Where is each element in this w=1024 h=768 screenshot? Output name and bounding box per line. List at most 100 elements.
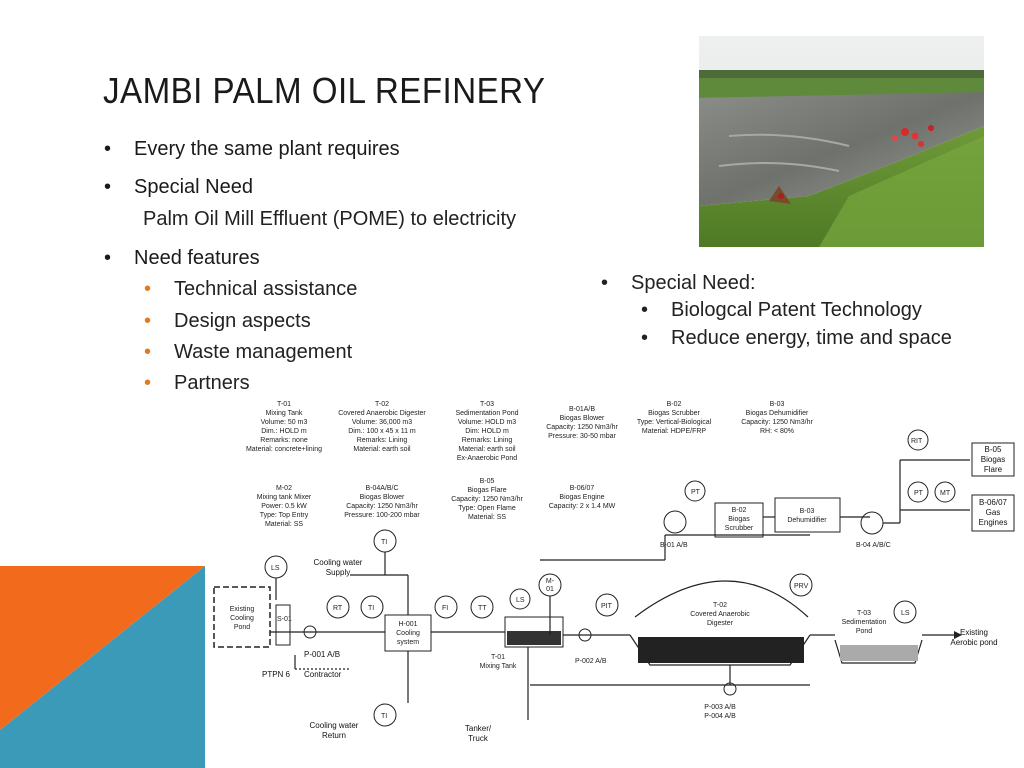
- ls-instrument-3: [893, 600, 917, 624]
- digester-cover: [634, 580, 809, 618]
- diagram-text-line: Tanker/: [465, 724, 492, 733]
- diagram-text-line: Scrubber: [725, 525, 754, 532]
- spec-line: M-02: [276, 485, 292, 492]
- spec-line: Mixing tank Mixer: [257, 494, 312, 501]
- diagram-text-line: B-05: [985, 445, 1002, 454]
- spec-line: Biogas Blower: [560, 415, 605, 422]
- orange-triangle: [0, 566, 205, 730]
- spec-line: Material: SS: [468, 514, 506, 521]
- prv-instrument: [789, 573, 813, 597]
- spec-line: Biogas Blower: [360, 494, 405, 501]
- p002-label: P-002 A/B: [575, 658, 607, 665]
- slide-title: JAMBI PALM OIL REFINERY: [103, 70, 546, 111]
- pit-label: PIT: [601, 603, 613, 610]
- svg-text:LS: LS: [516, 597, 525, 604]
- orange-bullet-dot: •: [144, 278, 152, 300]
- ls-instrument-2: [509, 588, 531, 610]
- diagram-text-line: T-02: [713, 602, 727, 609]
- orange-bullet-dot: •: [144, 372, 152, 394]
- fi-instrument: [434, 595, 458, 619]
- b02-scrubber: [714, 502, 764, 538]
- tanker-label: Tanker/Truck: [465, 724, 492, 743]
- diagram-text-line: Cooling water: [310, 721, 359, 730]
- diagram-text-line: Cooling: [396, 630, 420, 637]
- diagram-text-line: Return: [322, 731, 346, 740]
- diagram-text-line: T-03: [857, 610, 871, 617]
- contractor-label: Contractor: [304, 670, 342, 679]
- diagram-text-line: Digester: [707, 620, 734, 627]
- diagram-text-line: Existing: [230, 606, 255, 613]
- ti-instrument-1: [360, 595, 384, 619]
- rt-label: RT: [333, 605, 343, 612]
- diagram-text-line: P-004 A/B: [704, 713, 736, 720]
- diagram-text-line: Cooling water: [314, 558, 363, 567]
- diagram-text-line: H-001: [398, 621, 417, 628]
- b04-blower: [860, 511, 884, 535]
- spec-line: Capacity: 1250 Nm3/hr: [546, 424, 618, 431]
- digester-contents: [638, 637, 804, 663]
- sedimentation-pond: [834, 639, 923, 664]
- spec-line: Type: Top Entry: [260, 512, 309, 519]
- pond-photo: [699, 36, 984, 247]
- tt-instrument: [470, 595, 494, 619]
- bullet-dot: •: [104, 247, 112, 269]
- spec-line: Capacity: 1250 Nm3/hr: [346, 503, 418, 510]
- spec-line: B-01A/B: [569, 406, 595, 413]
- bullet-dot: •: [104, 138, 112, 160]
- pump-p003: [723, 682, 737, 696]
- svg-text:LS: LS: [901, 610, 910, 617]
- spec-line: B-04A/B/C: [365, 485, 398, 492]
- spec-line: Material: HDPE/FRP: [642, 428, 707, 435]
- svg-text:TI: TI: [381, 713, 387, 720]
- diagram-text-line: B-06/07: [979, 498, 1008, 507]
- diagram-text-line: Pond: [856, 628, 872, 635]
- spec-line: Covered Anaerobic Digester: [338, 410, 426, 417]
- bullet-text: Special Need: [134, 176, 253, 198]
- diagram-text-line: Supply: [326, 568, 350, 577]
- bullet-dot: •: [601, 272, 609, 294]
- b04-label: B-04 A/B/C: [856, 542, 891, 549]
- bullet-text: Every the same plant requires: [134, 138, 400, 160]
- diagram-text-line: Gas: [986, 508, 1001, 517]
- svg-text:PT: PT: [914, 490, 924, 497]
- pt-instrument-2: [907, 481, 929, 503]
- spec-line: Biogas Scrubber: [648, 410, 700, 417]
- bullet-every-plant: • Every the same plant requires: [104, 138, 400, 161]
- p001-label: P-001 A/B: [304, 650, 340, 659]
- mt-instrument: [934, 481, 956, 503]
- spec-line: Material: earth soil: [458, 446, 516, 453]
- spec-line: Volume: 50 m3: [261, 419, 308, 426]
- spec-line: Capacity: 1250 Nm3/hr: [451, 496, 523, 503]
- diagram-text-line: B-02: [732, 507, 747, 514]
- prv-label: PRV: [794, 583, 809, 590]
- s01-strainer: [275, 604, 291, 646]
- sedimentation-contents: [840, 645, 918, 661]
- diagram-text-line: Truck: [468, 734, 489, 743]
- spec-line: Ex-Anaerobic Pond: [457, 455, 517, 462]
- diagram-text-line: Flare: [984, 465, 1003, 474]
- feature-item: • Technical assistance: [144, 278, 358, 300]
- t01-mixing-tank: [504, 616, 564, 648]
- svg-text:RIT: RIT: [911, 438, 923, 445]
- diagram-text-line: T-01: [491, 654, 505, 661]
- spec-line: Sedimentation Pond: [455, 410, 518, 417]
- diagram-text-line: Biogas: [728, 516, 750, 523]
- spec-line: Material: concrete+lining: [246, 446, 322, 453]
